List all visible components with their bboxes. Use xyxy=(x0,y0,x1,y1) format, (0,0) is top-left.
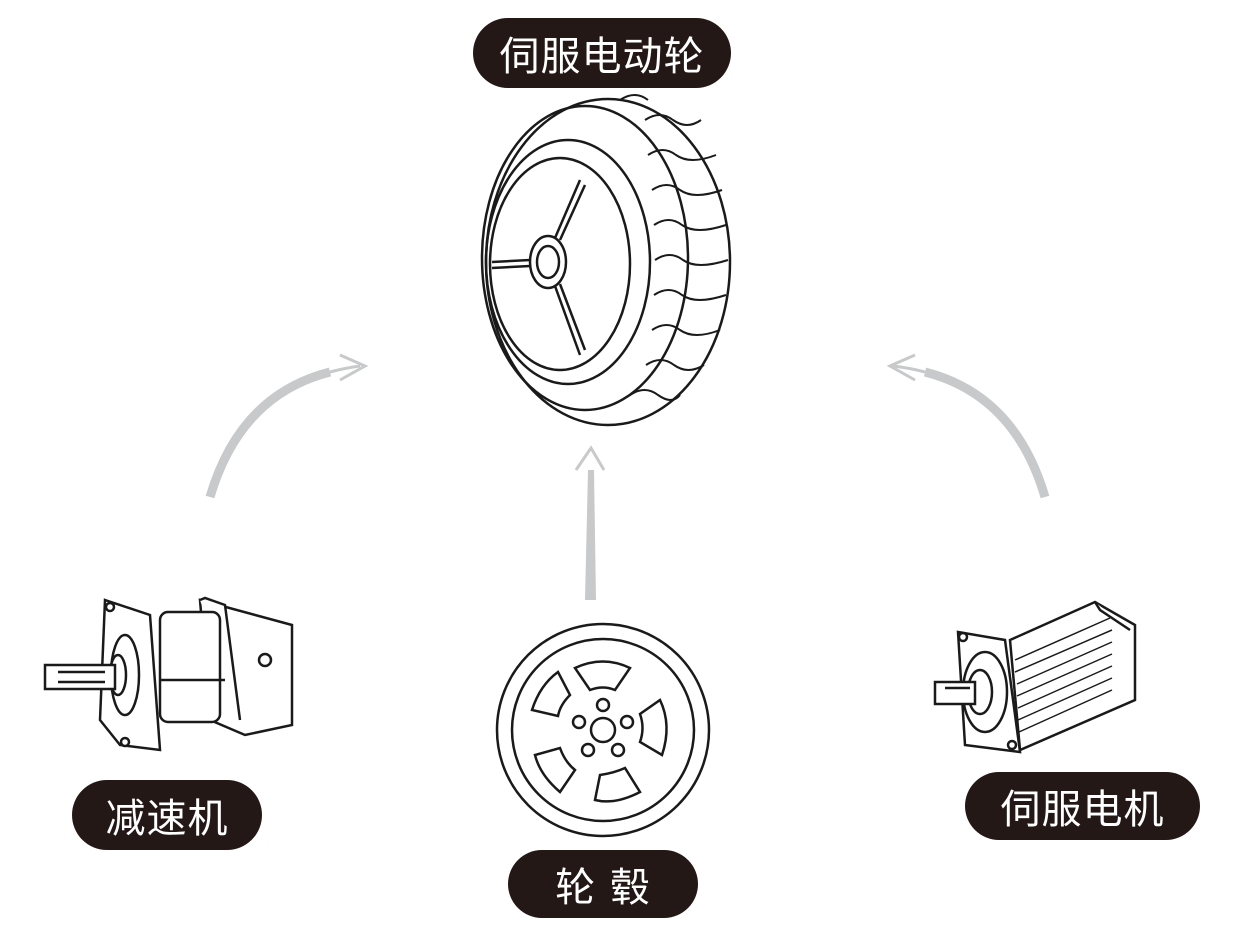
servo-motor-illustration xyxy=(933,600,1137,754)
reducer-illustration xyxy=(43,596,294,752)
label-reducer: 减速机 xyxy=(72,780,262,850)
servo-wheel-illustration xyxy=(480,94,732,427)
label-hub: 轮 毂 xyxy=(508,850,698,918)
hub-illustration xyxy=(495,622,711,838)
arrow-reducer-to-wheel xyxy=(205,353,369,499)
arrow-hub-to-wheel xyxy=(574,445,606,600)
arrow-motor-to-wheel xyxy=(886,353,1050,499)
label-servo-wheel: 伺服电动轮 xyxy=(473,18,731,88)
label-servo-motor: 伺服电机 xyxy=(965,772,1200,840)
